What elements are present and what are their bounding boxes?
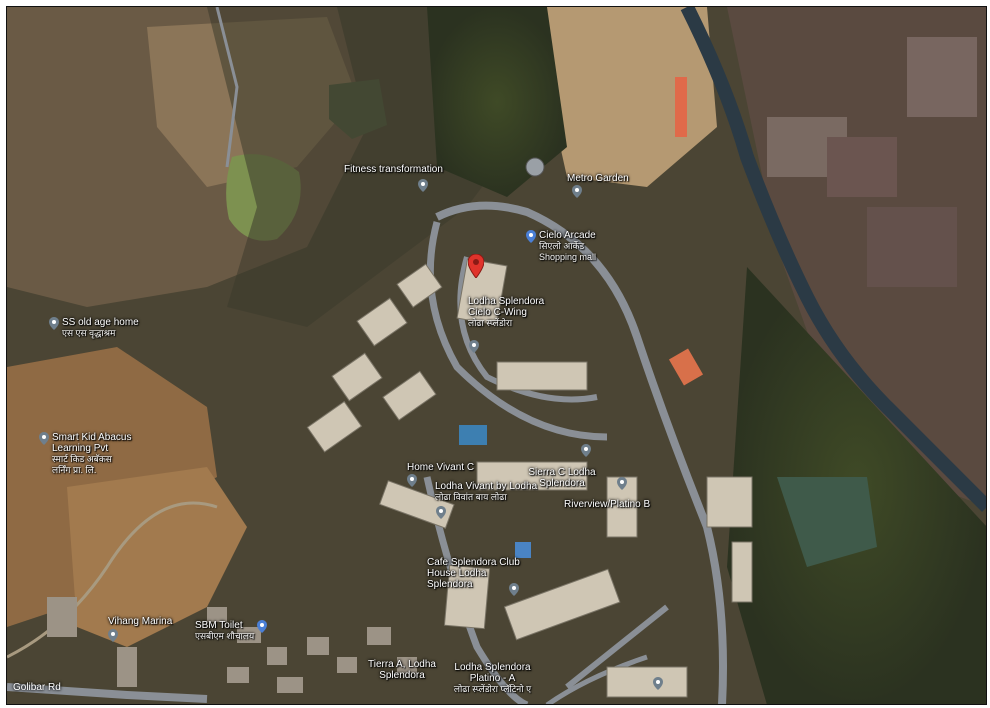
place-lodha-vivant[interactable]: Lodha Vivant by Lodha लोढा विवांत बाय लो… xyxy=(435,481,537,503)
place-subtitle: लोढा स्प्लेंडोरा xyxy=(468,318,513,328)
place-cafe-splendora-club[interactable]: Cafe Splendora Club House Lodha Splendor… xyxy=(427,557,527,590)
old-age-home-pin-icon xyxy=(49,317,59,330)
place-smart-kid-abacus[interactable]: Smart Kid Abacus Learning Pvt स्मार्ट कि… xyxy=(39,432,132,476)
place-vihang-marina[interactable]: Vihang Marina xyxy=(108,616,172,627)
place-name: Lodha Splendora Cielo C-Wing xyxy=(468,296,545,318)
lodha-vivant-pin-icon[interactable] xyxy=(436,506,446,519)
place-subtitle: एस एस वृद्धाश्रम xyxy=(62,328,116,338)
toilet-pin-icon xyxy=(257,620,268,633)
place-name: Vihang Marina xyxy=(108,616,173,627)
place-name: SBM Toilet xyxy=(195,620,243,631)
place-name: Metro Garden xyxy=(567,173,629,184)
place-name: Home Vivant C xyxy=(407,462,475,473)
place-ss-old-age-home[interactable]: SS old age home एस एस वृद्धाश्रम xyxy=(49,317,139,339)
place-home-vivant-c[interactable]: Home Vivant C xyxy=(407,462,474,473)
place-name: Riverview/Platino B xyxy=(564,499,651,510)
lodha-cielo-pin-icon[interactable] xyxy=(469,340,479,353)
place-metro-garden[interactable]: Metro Garden xyxy=(567,173,629,184)
place-subtitle: सिएलो आर्केड Shopping mall xyxy=(539,241,597,262)
place-sierra-c-lodha[interactable]: Sierra C Lodha Splendora xyxy=(522,467,602,489)
selected-location-pin-icon[interactable] xyxy=(468,254,484,278)
place-sbm-toilet[interactable]: SBM Toilet एसबीएम शौचालय xyxy=(195,620,268,642)
shopping-pin-icon xyxy=(526,230,536,243)
place-lodha-splendora-cielo[interactable]: Lodha Splendora Cielo C-Wing लोढा स्प्ले… xyxy=(468,296,548,329)
place-lodha-splendora-platino-a[interactable]: Lodha Splendora Platino - A लोढा स्प्लें… xyxy=(450,662,535,695)
place-name: Sierra C Lodha Splendora xyxy=(528,467,596,489)
place-name: Cafe Splendora Club House Lodha Splendor… xyxy=(427,557,520,590)
riverview-pin-icon[interactable] xyxy=(617,477,627,490)
place-tierra-a-lodha[interactable]: Tierra A, Lodha Splendora xyxy=(367,659,437,681)
bottom-pin-icon[interactable] xyxy=(653,677,663,690)
cafe-pin-icon[interactable] xyxy=(509,583,519,596)
place-subtitle: लोढा स्प्लेंडोरा प्लॅटिनो ए xyxy=(453,684,532,694)
place-name: Smart Kid Abacus Learning Pvt xyxy=(52,432,132,454)
place-name: Lodha Vivant by Lodha xyxy=(435,481,538,492)
place-cielo-arcade[interactable]: Cielo Arcade सिएलो आर्केड Shopping mall xyxy=(526,230,609,263)
home-vivant-pin-icon[interactable] xyxy=(407,474,417,487)
place-name: Fitness transformation xyxy=(344,164,443,175)
place-subtitle: स्मार्ट किड अबॅकस लर्निंग प्रा. लि. xyxy=(52,454,112,475)
place-riverview-platino[interactable]: Riverview/Platino B xyxy=(564,499,650,510)
sierra-pin-icon[interactable] xyxy=(581,444,591,457)
satellite-imagery xyxy=(7,7,987,705)
place-subtitle: एसबीएम शौचालय xyxy=(195,631,255,641)
place-name: SS old age home xyxy=(62,317,139,328)
vihang-marina-pin-icon[interactable] xyxy=(108,629,118,642)
road-label-golibar-rd: Golibar Rd xyxy=(13,682,61,693)
fitness-pin-icon[interactable] xyxy=(418,179,428,192)
place-name: Cielo Arcade xyxy=(539,230,596,241)
place-name: Tierra A, Lodha Splendora xyxy=(367,659,436,681)
place-name: Lodha Splendora Platino - A xyxy=(454,662,531,684)
metro-garden-pin-icon[interactable] xyxy=(572,185,582,198)
abacus-pin-icon xyxy=(39,432,49,445)
satellite-map[interactable]: Fitness transformation Metro Garden Ciel… xyxy=(7,7,987,705)
place-fitness-transformation[interactable]: Fitness transformation xyxy=(344,164,443,175)
place-subtitle: लोढा विवांत बाय लोढा xyxy=(435,492,507,502)
